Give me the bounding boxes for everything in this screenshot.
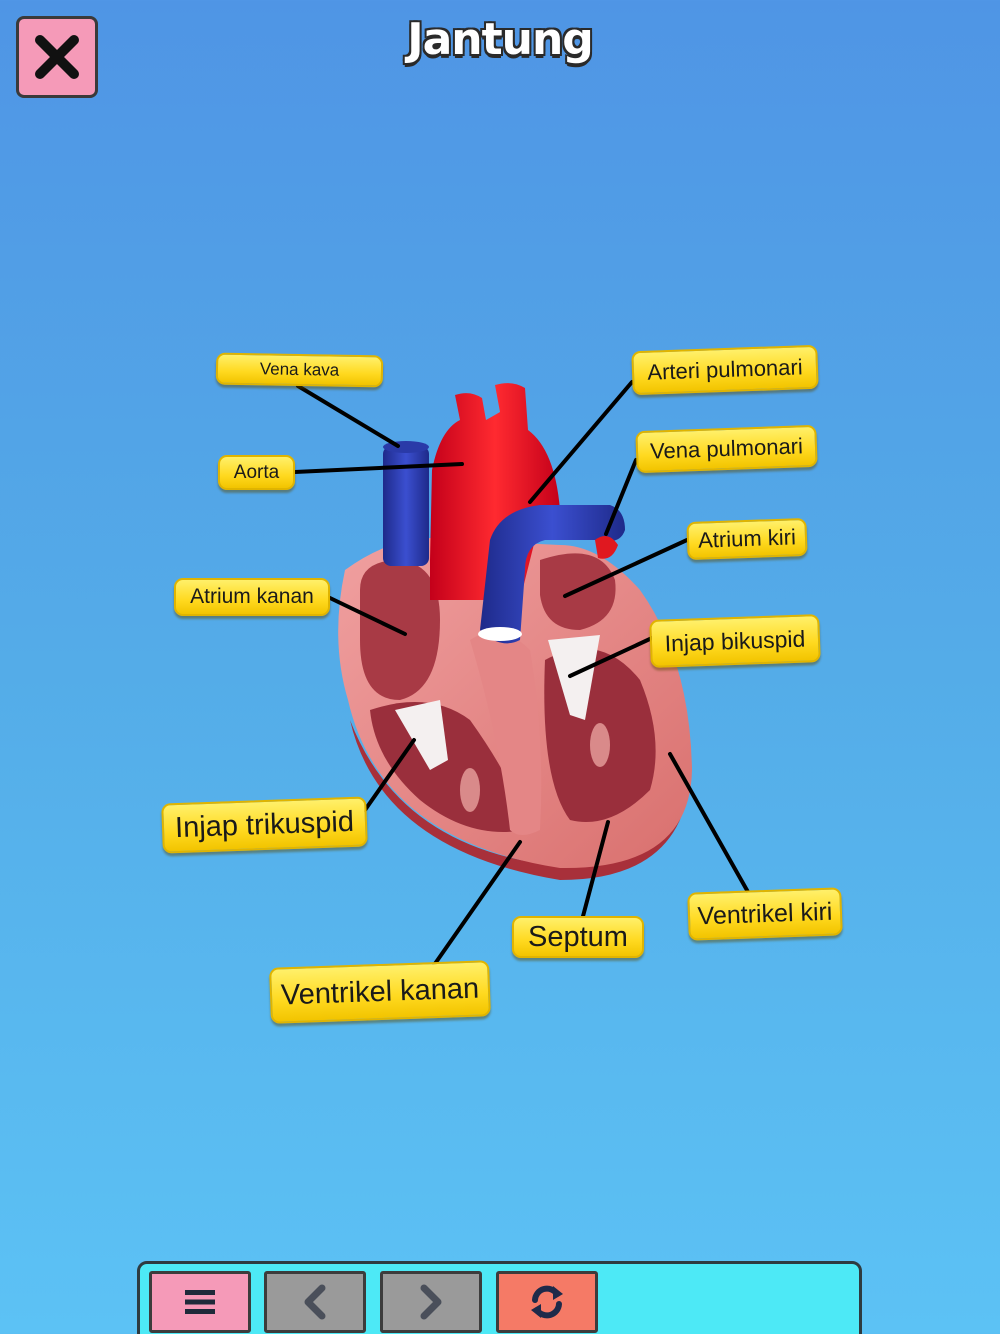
menu-button[interactable] [149,1271,251,1333]
label-aorta[interactable]: Aorta [218,455,295,490]
reload-button[interactable] [496,1271,598,1333]
label-arteri-pulmonari[interactable]: Arteri pulmonari [631,344,819,396]
label-atrium-kanan[interactable]: Atrium kanan [174,578,330,616]
label-ventrikel-kiri[interactable]: Ventrikel kiri [687,887,843,941]
chevron-right-icon [420,1284,442,1320]
reload-icon [531,1285,563,1319]
label-injap-trikuspid[interactable]: Injap trikuspid [161,796,368,854]
pulmonary-vein-vessel [595,536,618,559]
close-button[interactable] [16,16,98,98]
papillary-muscle [460,768,480,812]
vena-cava-vessel [383,446,429,566]
tricuspid-valve [395,700,448,770]
close-icon [35,35,79,79]
label-atrium-kiri[interactable]: Atrium kiri [686,517,808,561]
label-injap-bikuspid[interactable]: Injap bikuspid [649,614,821,668]
septum [470,632,542,835]
chevron-left-icon [304,1284,326,1320]
label-vena-pulmonari[interactable]: Vena pulmonari [635,424,818,474]
pulmonary-artery-vessel [480,505,625,644]
bicuspid-valve [548,635,600,720]
menu-icon [185,1290,215,1314]
leader-lines [293,380,750,970]
label-ventrikel-kanan[interactable]: Ventrikel kanan [269,960,491,1024]
page-title: Jantung [407,14,594,65]
papillary-muscle [590,723,610,767]
next-button[interactable] [380,1271,482,1333]
previous-button[interactable] [264,1271,366,1333]
label-septum[interactable]: Septum [512,916,644,958]
bottom-toolbar [137,1261,862,1334]
right-ventricle-cavity [370,702,525,832]
label-vena-kava[interactable]: Vena kava [215,352,384,388]
